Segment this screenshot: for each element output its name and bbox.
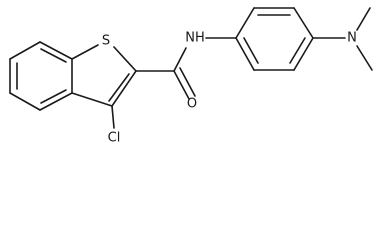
bond xyxy=(71,92,113,107)
chemical-structure-diagram: S NH O Cl N xyxy=(9,7,373,146)
bond xyxy=(39,41,73,60)
carbonyl-oxygen-label: O xyxy=(187,97,197,112)
bond xyxy=(235,7,255,39)
bond xyxy=(173,47,187,72)
chlorine-atom-label: Cl xyxy=(108,131,121,146)
carbonyl-double-bond xyxy=(179,67,196,97)
bond xyxy=(235,37,255,71)
methyl-bond xyxy=(356,45,373,71)
thiophene-ring xyxy=(71,44,137,107)
dimethylamino-group xyxy=(312,7,373,71)
bond xyxy=(293,37,314,71)
benzene-ring xyxy=(9,41,73,111)
bond xyxy=(9,92,41,111)
bond xyxy=(113,46,137,72)
double-bond-inner xyxy=(243,37,259,64)
methyl-bond xyxy=(356,7,371,31)
bond xyxy=(111,70,137,107)
bond xyxy=(71,44,99,60)
double-bond-inner xyxy=(40,48,67,63)
bond xyxy=(39,92,73,111)
bond xyxy=(9,41,41,60)
double-bond-inner xyxy=(40,89,67,104)
amide-nh-label: NH xyxy=(185,31,205,46)
bond xyxy=(293,7,314,39)
amide-group xyxy=(135,47,196,100)
sulfur-atom-label: S xyxy=(102,34,110,49)
carbonyl-double-bond xyxy=(173,70,190,100)
bond-to-chlorine xyxy=(111,105,115,129)
phenylene-ring xyxy=(235,7,314,71)
dimethylamino-n-label: N xyxy=(347,31,357,46)
double-bond-inner xyxy=(108,73,130,102)
double-bond-inner xyxy=(289,37,306,64)
